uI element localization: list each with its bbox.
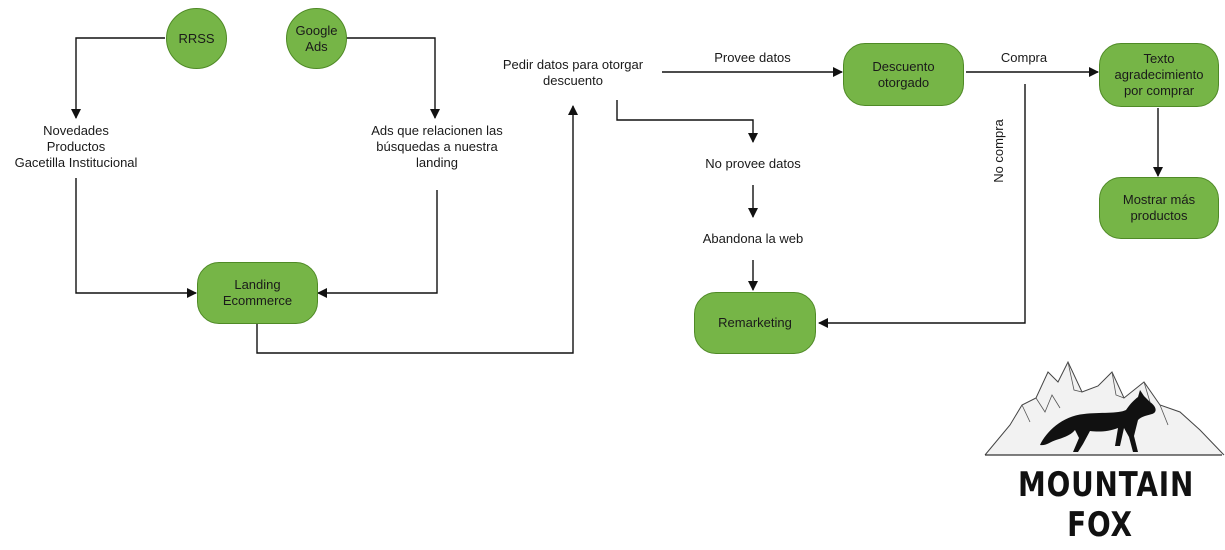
edge-novedades-to-landing [75, 178, 197, 298]
label-abandona-web: Abandona la web [702, 231, 804, 246]
edge-pedir-to-noprovee [616, 100, 758, 143]
label-compra: Compra [1000, 50, 1048, 65]
label-provee-datos: Provee datos [714, 50, 791, 65]
logo-text-fox: FOX [1067, 505, 1133, 545]
node-google-ads: Google Ads [286, 8, 347, 69]
edge-ads-to-landing [317, 190, 438, 298]
node-descuento-otorgado: Descuento otorgado [843, 43, 964, 106]
edge-googleads-to-ads [345, 37, 440, 119]
logo-mountains [984, 360, 1225, 456]
label-novedades-productos: Novedades Productos Gacetilla Institucio… [14, 123, 138, 170]
node-mostrar-mas-productos: Mostrar más productos [1099, 177, 1219, 239]
node-texto-agradecimiento: Texto agradecimiento por comprar [1099, 43, 1219, 107]
edge-landing-to-pedir [256, 105, 578, 354]
edge-nocompra-to-remarketing [818, 84, 1026, 328]
mountain-fox-logo-graphic [984, 360, 1225, 456]
edge-rrss-to-novedades [71, 37, 165, 119]
node-remarketing: Remarketing [694, 292, 816, 354]
label-no-compra: No compra [991, 119, 1006, 183]
label-pedir-datos: Pedir datos para otorgar descuento [502, 57, 644, 88]
node-landing-ecommerce: Landing Ecommerce [197, 262, 318, 324]
logo-text-mountain: MOUNTAIN [1018, 465, 1195, 505]
label-no-provee-datos: No provee datos [705, 156, 801, 171]
fox-silhouette [1040, 390, 1156, 452]
label-ads-relacion: Ads que relacionen las búsquedas a nuest… [371, 123, 503, 170]
node-rrss: RRSS [166, 8, 227, 69]
